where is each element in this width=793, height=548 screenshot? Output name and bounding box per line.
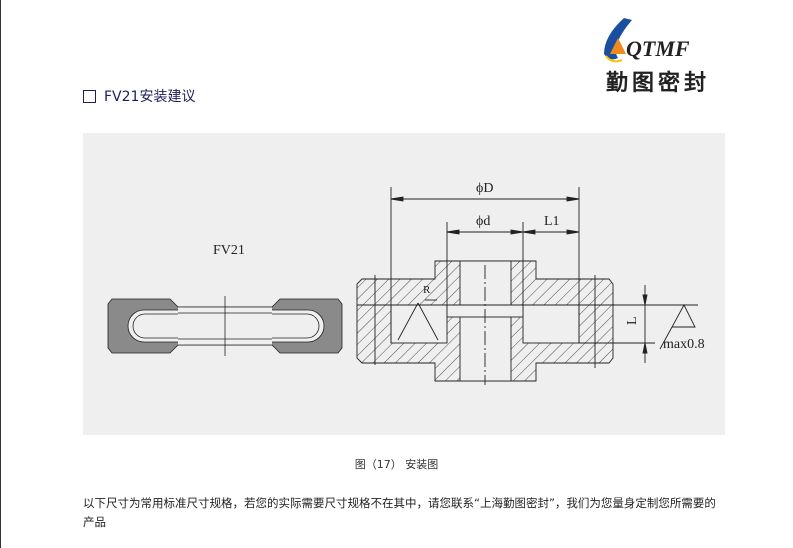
dim-D-label: ϕD [476, 181, 493, 196]
heading-text: FV21安装建议 [104, 89, 196, 105]
section-heading: FV21安装建议 [83, 86, 195, 106]
description-paragraph: 以下尺寸为常用标准尺寸规格，若您的实际需要尺寸规格不在其中，请您联系“上海勤图密… [83, 496, 716, 529]
dim-L1-label: L1 [544, 214, 560, 229]
gasket-section: FV21 [107, 243, 343, 356]
dim-L-label: L [625, 316, 640, 325]
logo-cn-text: 勤图密封 [606, 70, 710, 95]
page-edge [0, 0, 1, 548]
checkbox-square-icon [83, 89, 96, 103]
figure-caption: 图（17） 安装图 [354, 458, 439, 471]
company-logo: QTMF 勤图密封 [604, 18, 710, 95]
part-label: FV21 [213, 243, 245, 258]
roughness-symbol [671, 304, 696, 328]
radius-label: R [423, 284, 431, 296]
dim-d-label: ϕd [476, 214, 490, 229]
housing-section: R ϕD ϕd L1 L max0.8 [356, 181, 705, 385]
roughness-label: max0.8 [663, 337, 705, 352]
logo-brand-text: QTMF [626, 36, 690, 61]
